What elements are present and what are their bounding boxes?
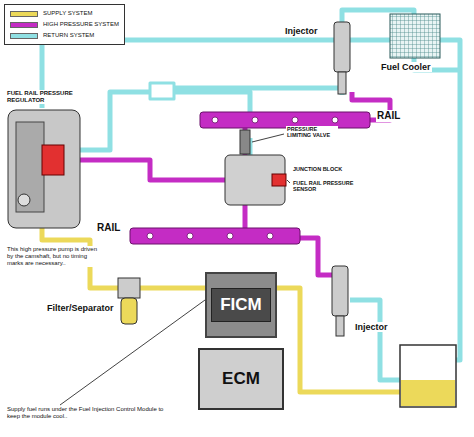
- part-label: JUNCTION BLOCK: [292, 166, 343, 172]
- pressure-limiting-valve: [240, 130, 250, 154]
- part-label: FUEL RAIL PRESSURE SENSOR: [292, 180, 356, 193]
- legend-entry: RETURN SYSTEM: [10, 30, 119, 41]
- module-box: FICM: [205, 272, 277, 338]
- legend-entry: HIGH PRESSURE SYSTEM: [10, 19, 119, 30]
- legend-swatch: [10, 22, 38, 28]
- legend-swatch: [10, 33, 38, 39]
- injector: [332, 22, 350, 336]
- pressure-sensor: [272, 174, 286, 186]
- part-label: Injector: [284, 26, 319, 36]
- module-name: ECM: [222, 369, 260, 389]
- junction-block: [225, 155, 285, 205]
- part-label: Filter/Separator: [46, 303, 115, 313]
- filter-separator: [118, 278, 140, 324]
- part-label: Fuel Cooler: [380, 62, 432, 72]
- high-pressure-lines: [62, 92, 390, 275]
- part-label: PRESSURE LIMITING VALVE: [286, 126, 338, 139]
- legend-swatch: [10, 11, 38, 17]
- part-label: FUEL RAIL PRESSURE REGULATOR: [6, 90, 86, 104]
- legend: SUPPLY SYSTEMHIGH PRESSURE SYSTEMRETURN …: [4, 4, 125, 45]
- high-pressure-pump: [8, 110, 80, 228]
- part-label: RAIL: [376, 110, 401, 122]
- note: This high pressure pump is driven by the…: [6, 246, 106, 267]
- module-name: FICM: [220, 295, 262, 314]
- rail: [200, 112, 370, 128]
- module-face: FICM: [211, 288, 271, 322]
- fuel-tank: [400, 345, 456, 407]
- part-label: RAIL: [96, 222, 121, 234]
- part-label: Injector: [354, 322, 389, 332]
- module-box: ECM: [198, 348, 284, 410]
- legend-text: HIGH PRESSURE SYSTEM: [43, 19, 119, 30]
- legend-text: SUPPLY SYSTEM: [43, 8, 92, 19]
- rail: [130, 228, 300, 244]
- legend-text: RETURN SYSTEM: [43, 30, 94, 41]
- note: Supply fuel runs under the Fuel Injectio…: [6, 406, 168, 420]
- fuel-cooler: [390, 14, 440, 58]
- return-lines: [42, 10, 460, 380]
- legend-entry: SUPPLY SYSTEM: [10, 8, 119, 19]
